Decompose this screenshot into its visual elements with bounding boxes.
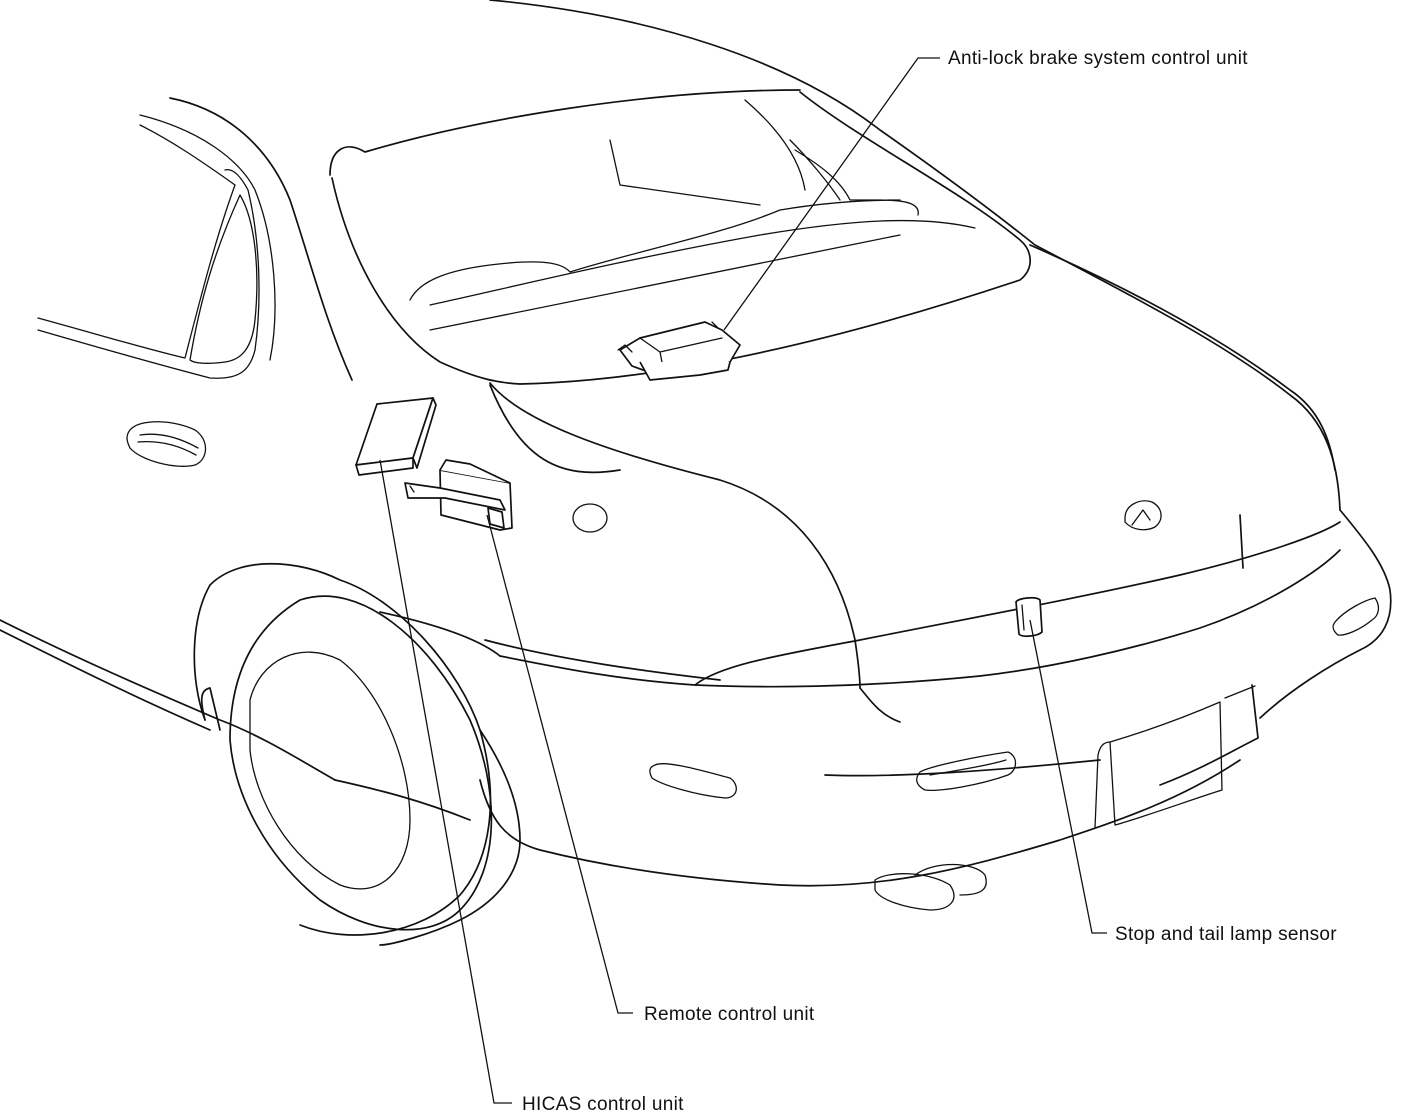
- abs-control-unit-part: [617, 321, 741, 381]
- abs-leader-line: [723, 57, 940, 331]
- exhaust-tips: [874, 863, 987, 911]
- remote-leader-line: [486, 514, 633, 1014]
- hicas-control-unit-part: [355, 397, 437, 476]
- rear-window: [409, 99, 976, 331]
- door-handle: [126, 421, 207, 467]
- fuel-door: [572, 503, 608, 533]
- stop-lamp-leader-line: [1029, 619, 1107, 934]
- trunk-emblem: [1124, 500, 1162, 531]
- license-plate-area: [1094, 685, 1256, 829]
- remote-control-unit-label: Remote control unit: [644, 1004, 815, 1025]
- hicas-leader-line: [379, 459, 512, 1104]
- rear-wheel: [193, 563, 521, 946]
- hicas-control-unit-label: HICAS control unit: [522, 1094, 684, 1115]
- side-windows: [37, 114, 276, 379]
- abs-control-unit-label: Anti-lock brake system control unit: [948, 48, 1248, 69]
- remote-control-unit-part: [404, 459, 513, 531]
- stop-tail-lamp-sensor-part: [1015, 596, 1043, 638]
- car-body-outline: [0, 0, 1392, 887]
- rear-reflectors: [649, 597, 1380, 799]
- stop-tail-lamp-sensor-label: Stop and tail lamp sensor: [1115, 924, 1337, 945]
- labels: Anti-lock brake system control unit Stop…: [522, 48, 1337, 1115]
- leader-lines: [379, 57, 1107, 1104]
